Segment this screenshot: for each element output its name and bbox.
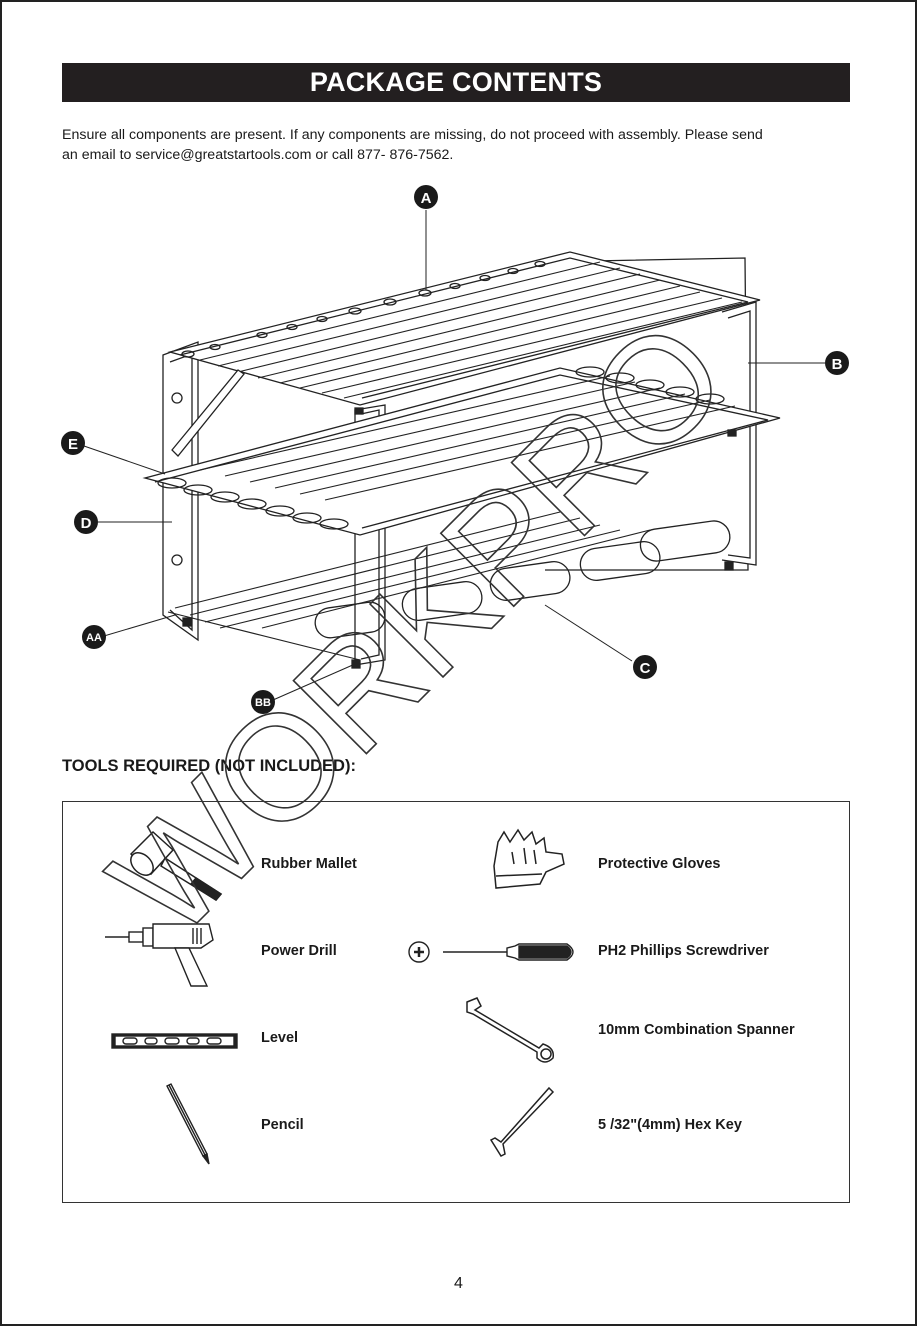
gloves-icon: [493, 828, 565, 889]
pencil-icon: [166, 1083, 210, 1165]
tool-label-gloves: Protective Gloves: [598, 856, 721, 872]
tool-label-screwdriver: PH2 Phillips Screwdriver: [598, 943, 769, 959]
rack-diagram: A B E D AA BB C: [61, 185, 849, 714]
callout-b: B: [825, 351, 849, 375]
page-title: PACKAGE CONTENTS: [62, 63, 850, 102]
right-panel: [721, 301, 757, 566]
bottom-hooks: [314, 520, 731, 639]
tool-label-rubber-mallet: Rubber Mallet: [261, 856, 357, 872]
callout-bb: BB: [251, 690, 275, 714]
callout-b-label: B: [832, 356, 843, 373]
callout-e: E: [61, 431, 85, 455]
tool-label-power-drill: Power Drill: [261, 943, 337, 959]
tool-label-spanner: 10mm Combination Spanner: [598, 1022, 795, 1038]
screwdriver-icon: [408, 941, 574, 963]
intro-line-1: Ensure all components are present. If an…: [62, 127, 763, 143]
tools-box: Rubber Mallet Protective Gloves Power Dr…: [62, 801, 850, 1203]
page-number: 4: [454, 1275, 463, 1292]
intro-text: Ensure all components are present. If an…: [62, 125, 852, 165]
power-drill-icon: [105, 923, 214, 987]
intro-line-2: an email to service@greatstartools.com o…: [62, 147, 454, 163]
hex-key-icon: [489, 1086, 555, 1157]
tool-label-pencil: Pencil: [261, 1117, 304, 1133]
callout-a: A: [414, 185, 438, 209]
callout-a-label: A: [421, 190, 432, 207]
middle-shelf: [142, 367, 781, 536]
callout-c-label: C: [640, 660, 651, 677]
top-shelf: [167, 251, 761, 406]
rubber-mallet-icon: [129, 830, 223, 901]
callout-d-label: D: [81, 515, 92, 532]
callout-e-label: E: [68, 436, 78, 453]
callout-d: D: [74, 510, 98, 534]
callout-aa-label: AA: [86, 632, 102, 644]
spanner-icon: [466, 997, 555, 1063]
tool-label-level: Level: [261, 1030, 299, 1046]
left-panel: [162, 341, 199, 642]
level-icon: [111, 1033, 238, 1049]
callout-bb-label: BB: [255, 697, 271, 709]
tools-heading: TOOLS REQUIRED (NOT INCLUDED):: [62, 757, 356, 775]
callout-aa: AA: [82, 625, 106, 649]
tool-label-hex-key: 5 /32"(4mm) Hex Key: [598, 1117, 742, 1133]
callout-c: C: [633, 655, 657, 679]
